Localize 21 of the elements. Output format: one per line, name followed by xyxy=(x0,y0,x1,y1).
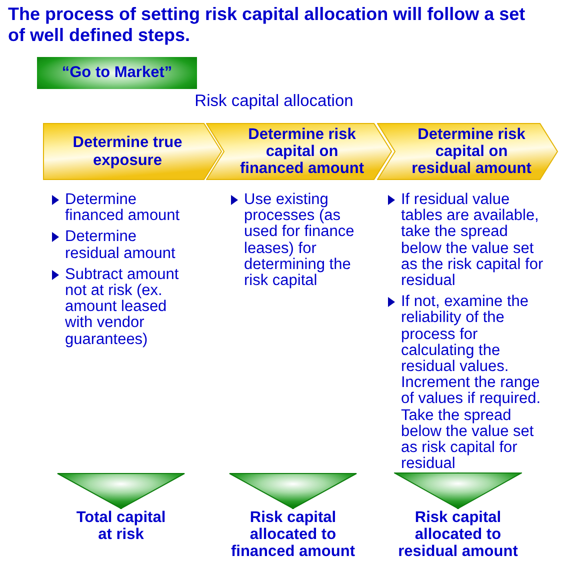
step-title: Determine risk capital on financed amount xyxy=(238,126,365,178)
step-title: Determine true exposure xyxy=(72,134,184,169)
section-heading: Risk capital allocation xyxy=(194,92,354,111)
step-title: Determine risk capital on residual amount xyxy=(410,126,532,178)
process-step xyxy=(206,123,392,180)
bullet-text: Determine financed amount xyxy=(65,192,181,224)
arrow xyxy=(57,473,185,509)
arrow xyxy=(229,473,357,509)
bullet-text: If residual value tables are available, take the spread below the value set as the risk capital for residual xyxy=(401,192,544,290)
result-text: Risk capital allocated to residual amount xyxy=(390,509,526,560)
result-text: Total capital at risk xyxy=(71,509,171,543)
bullet-text: Subtract amount not at risk (ex. amount leased with vendor guarantees) xyxy=(65,266,180,348)
title: The process of setting risk capital allocation will follow a set of well defined steps. xyxy=(8,4,526,46)
process-step xyxy=(377,123,558,180)
process-step xyxy=(43,123,222,180)
bullet-text: Determine residual amount xyxy=(65,229,176,262)
arrow xyxy=(394,472,522,509)
result-text: Risk capital allocated to financed amount xyxy=(226,509,360,560)
bullet-text: Use existing processes (as used for finance leases) for determining the risk capital xyxy=(244,192,356,290)
bullet-text: If not, examine the reliability of the process for calculating the residual values. Increment the range of values if required. Take the spread below the value set as risk capital for residual xyxy=(401,294,542,472)
phase-banner: “Go to Market” xyxy=(37,57,197,89)
